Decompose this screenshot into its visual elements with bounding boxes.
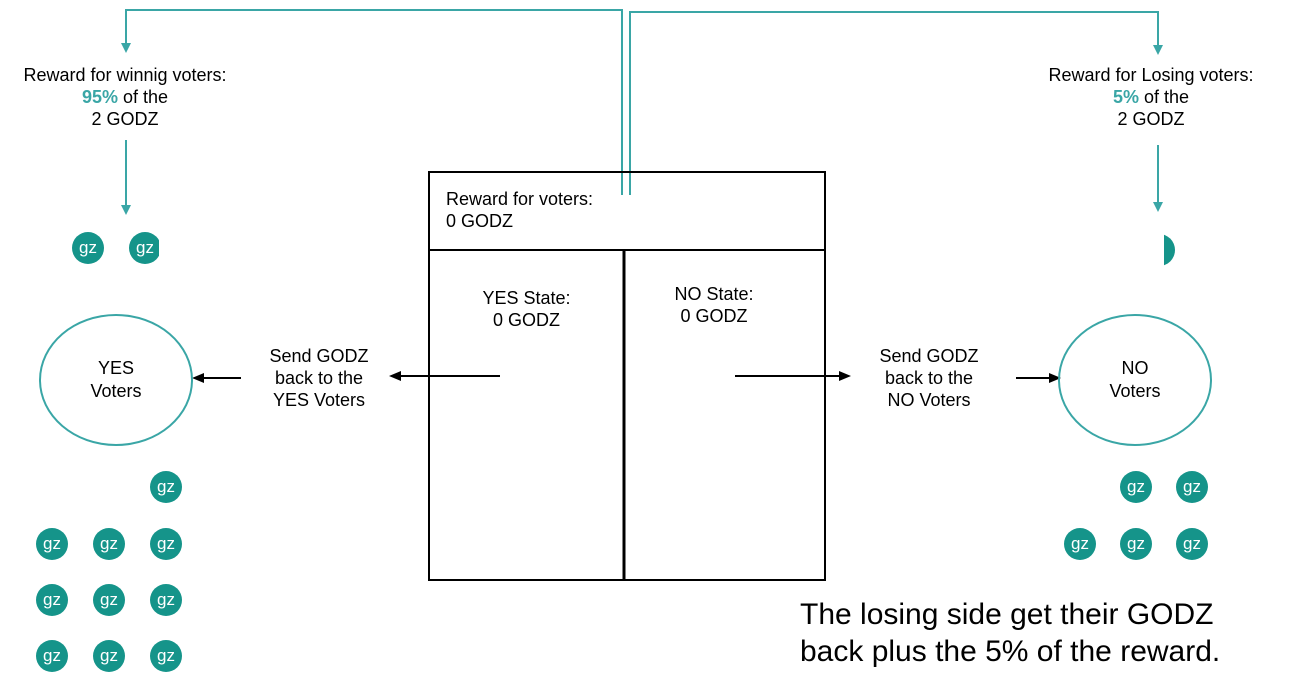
no-state-title: NO State: [674, 284, 754, 304]
reward-line-to-winning [121, 9, 623, 195]
coin-token: gz [150, 528, 182, 560]
reward-losing-amount: 2 GODZ [1117, 109, 1185, 129]
reward-winning-amount: 2 GODZ [91, 109, 159, 129]
coin-token: gz [1120, 471, 1152, 503]
send-to-no-label: Send GODZ back to the NO Voters [858, 345, 1000, 411]
coin-token: gz [72, 232, 104, 264]
coin-token: gz [1064, 528, 1096, 560]
coin-token: gz [150, 640, 182, 672]
no-voters-node: NO Voters [1058, 314, 1212, 446]
reward-winning-label: Reward for winnig voters: 95% of the 2 G… [0, 64, 250, 130]
reward-losing-title: Reward for Losing voters: [1048, 65, 1254, 85]
send-to-no-line1: Send GODZ [879, 346, 979, 366]
reward-pool-title: Reward for voters: [446, 189, 594, 209]
losing-side-note-line1: The losing side get their GODZ [800, 598, 1214, 631]
no-voters-line2: Voters [1109, 381, 1161, 401]
coin-token: gz [36, 584, 68, 616]
reward-winning-title: Reward for winnig voters: [23, 65, 227, 85]
send-to-yes-label: Send GODZ back to the YES Voters [248, 345, 390, 411]
yes-voters-line2: Voters [90, 381, 142, 401]
coin-token: gz [93, 584, 125, 616]
reward-winning-share: 95% of the [0, 86, 250, 108]
yes-voters-node: YES Voters [39, 314, 193, 446]
coin-token-partial [1164, 234, 1175, 266]
no-voters-line1: NO [1121, 358, 1149, 378]
reward-line-to-losing [629, 11, 1163, 195]
reward-losing-percent: 5% [1112, 87, 1139, 107]
send-to-no-line2: back to the [884, 368, 974, 388]
losing-side-note: The losing side get their GODZ back plus… [800, 596, 1220, 670]
coin-token: gz [93, 640, 125, 672]
yes-state-title: YES State: [482, 288, 571, 308]
coin-token: gz [1176, 528, 1208, 560]
coin-token: gz [129, 232, 159, 264]
coin-token: gz [93, 528, 125, 560]
reward-losing-label: Reward for Losing voters: 5% of the 2 GO… [1026, 64, 1276, 130]
reward-winning-percent: 95% [81, 87, 118, 107]
send-to-yes-line1: Send GODZ [269, 346, 369, 366]
send-to-yes-line2: back to the [274, 368, 364, 388]
reward-pool-amount: 0 GODZ [446, 211, 514, 231]
reward-winning-suffix: of the [117, 87, 169, 107]
reward-losing-share: 5% of the [1026, 86, 1276, 108]
no-state-amount: 0 GODZ [680, 306, 748, 326]
coin-token: gz [36, 528, 68, 560]
send-to-no-line3: NO Voters [887, 390, 971, 410]
yes-state-amount: 0 GODZ [492, 310, 560, 330]
losing-side-note-line2: back plus the 5% of the reward. [800, 635, 1221, 668]
yes-state-label: YES State: 0 GODZ [429, 287, 624, 331]
coin-token: gz [36, 640, 68, 672]
coin-token: gz [1176, 471, 1208, 503]
yes-voters-line1: YES [97, 358, 135, 378]
no-state-label: NO State: 0 GODZ [614, 283, 814, 327]
coin-token: gz [150, 584, 182, 616]
reward-pool-label: Reward for voters: 0 GODZ [446, 188, 593, 232]
reward-losing-suffix: of the [1138, 87, 1190, 107]
send-to-yes-line3: YES Voters [272, 390, 366, 410]
coin-token: gz [150, 471, 182, 503]
coin-token: gz [1120, 528, 1152, 560]
